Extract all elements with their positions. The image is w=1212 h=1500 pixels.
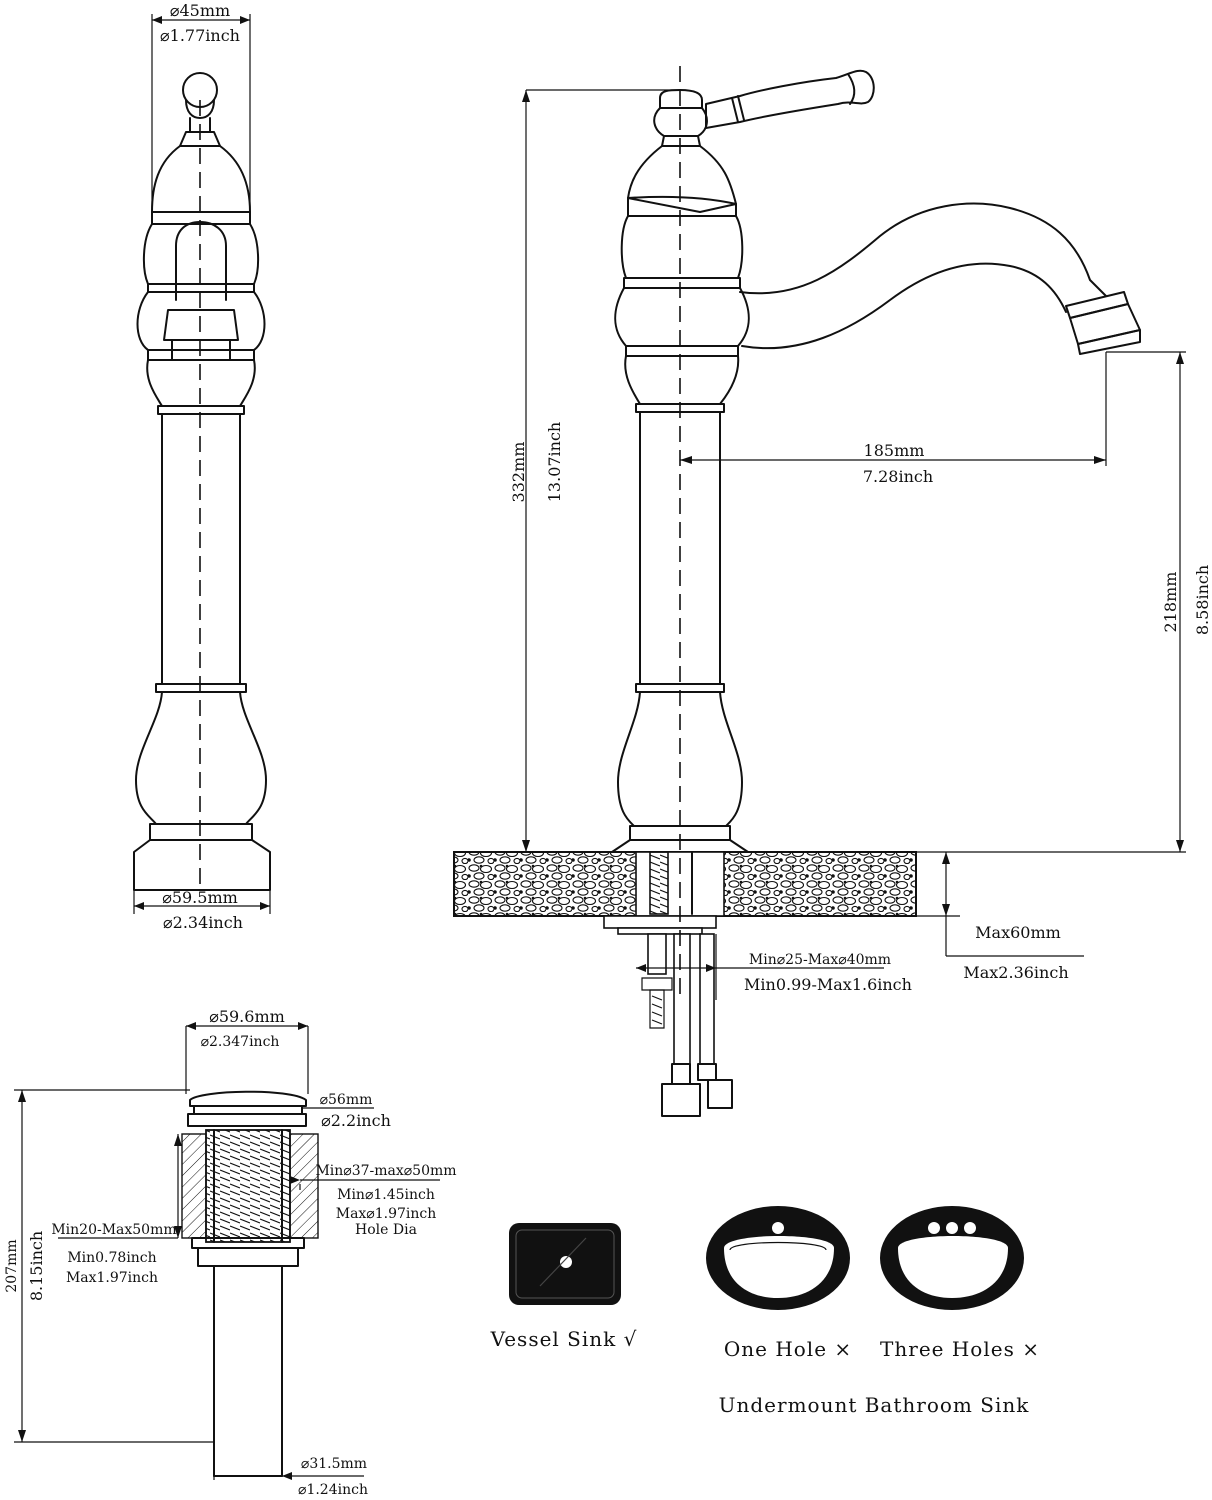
- front-height-mm: 332mm: [509, 442, 528, 503]
- side-top-diameter-in: ⌀1.77inch: [160, 26, 240, 45]
- side-top-diameter-mm: ⌀45mm: [170, 1, 230, 20]
- front-view: [453, 66, 1186, 1117]
- front-hole-range-mm: Min⌀25-Max⌀40mm: [749, 952, 891, 968]
- front-spout-height-in: 8.58inch: [1193, 565, 1212, 635]
- three-holes-label: Three Holes ×: [880, 1337, 1040, 1361]
- drain-length-mm: 207mm: [4, 1239, 20, 1292]
- side-base-diameter-mm: ⌀59.5mm: [162, 888, 238, 907]
- drain-view: [14, 1022, 440, 1480]
- side-view: [133, 14, 271, 914]
- undermount-label: Undermount Bathroom Sink: [719, 1393, 1030, 1417]
- drain-length-in: 8.15inch: [27, 1231, 46, 1301]
- drain-flange-diameter-mm: ⌀56mm: [320, 1092, 373, 1108]
- drain-flange-diameter-in: ⌀2.2inch: [321, 1111, 391, 1130]
- front-reach-mm: 185mm: [864, 441, 925, 460]
- front-height-in: 13.07inch: [545, 422, 564, 503]
- drain-hole-range-mm: Min⌀37-max⌀50mm: [315, 1163, 456, 1179]
- front-deck-max-in: Max2.36inch: [963, 963, 1068, 982]
- drain-hole-dia-label: Hole Dia: [355, 1222, 417, 1238]
- front-spout-height-mm: 218mm: [1161, 572, 1180, 633]
- drain-tail-diameter-in: ⌀1.24inch: [298, 1482, 368, 1498]
- front-deck-max-mm: Max60mm: [975, 923, 1061, 942]
- three-holes-sink-icon: [880, 1206, 1024, 1310]
- vessel-sink-icon: [509, 1223, 621, 1305]
- front-reach-in: 7.28inch: [863, 467, 933, 486]
- drain-cap-diameter-in: ⌀2.347inch: [201, 1034, 280, 1050]
- vessel-sink-label: Vessel Sink √: [490, 1327, 638, 1351]
- drain-tail-diameter-mm: ⌀31.5mm: [301, 1456, 367, 1472]
- side-base-diameter-in: ⌀2.34inch: [163, 913, 243, 932]
- drain-thickness-min-in: Min0.78inch: [67, 1250, 156, 1266]
- drain-thickness-mm: Min20-Max50mm: [51, 1222, 176, 1238]
- front-hole-range-in: Min0.99-Max1.6inch: [744, 975, 912, 994]
- drain-thickness-max-in: Max1.97inch: [66, 1270, 158, 1286]
- drain-hole-min-in: Min⌀1.45inch: [337, 1187, 435, 1203]
- one-hole-label: One Hole ×: [724, 1337, 852, 1361]
- drain-hole-max-in: Max⌀1.97inch: [336, 1206, 437, 1222]
- drain-cap-diameter-mm: ⌀59.6mm: [209, 1007, 285, 1026]
- one-hole-sink-icon: [706, 1206, 850, 1310]
